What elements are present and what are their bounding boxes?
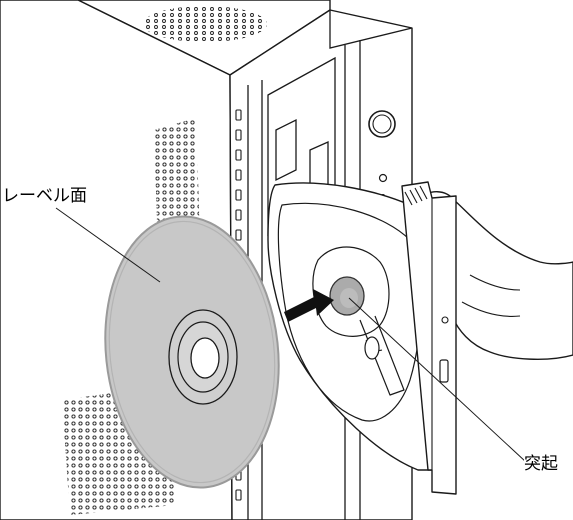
arrow-right-icon — [284, 289, 334, 322]
tray-eject-button — [439, 359, 449, 383]
tray-led — [441, 316, 449, 324]
optical-disc — [104, 215, 280, 489]
leader-line-label-surface — [55, 207, 161, 283]
indicator-led — [378, 173, 388, 183]
top-vent-grille — [143, 6, 267, 42]
power-button-inner — [372, 114, 392, 134]
disc-tray — [267, 181, 457, 495]
disc-rim — [108, 220, 276, 484]
pickup-lens — [364, 336, 380, 360]
leader-line-protrusion — [348, 297, 527, 463]
label-surface-callout: レーベル面 — [2, 186, 89, 206]
protrusion-callout: 突起 — [524, 454, 558, 474]
tray-front-bezel — [401, 181, 457, 495]
disc-center-hole — [190, 337, 220, 379]
